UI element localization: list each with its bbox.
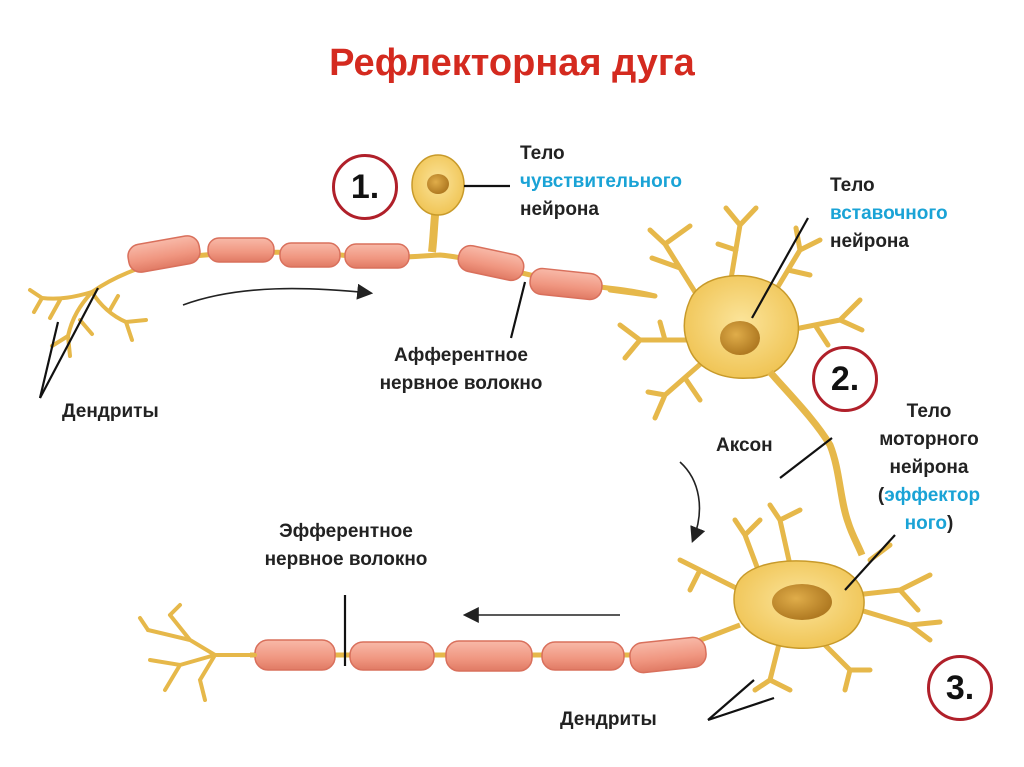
interneuron-axon (767, 369, 866, 557)
motor-nucleus (772, 584, 832, 620)
label-inter-body: Тело вставочного нейрона (830, 175, 948, 252)
badge-2: 2. (812, 346, 878, 412)
label-efferent: Эфферентное нервное волокно (264, 521, 428, 570)
label-dendrites-top: Дендриты (62, 401, 159, 422)
sensory-dendrites (28, 266, 148, 358)
afferent-direction-arrow (182, 283, 374, 306)
axon-direction-arrow (679, 461, 706, 543)
label-axon: Аксон (716, 435, 773, 456)
diagram-title: Рефлекторная дуга (329, 42, 695, 84)
efferent-myelin (254, 636, 707, 674)
badge-1: 1. (332, 154, 398, 220)
badge-3: 3. (927, 655, 993, 721)
interneuron-nucleus (720, 321, 760, 355)
label-dendrites-bottom: Дендриты (560, 709, 657, 730)
pointer-lines (38, 184, 896, 722)
efferent-endings (138, 603, 257, 702)
afferent-myelin (127, 235, 603, 301)
label-afferent: Афферентное нервное волокно (379, 345, 543, 394)
sensory-nucleus (427, 174, 449, 194)
label-motor-body: Тело моторного нейрона (эффектор ного) (877, 401, 981, 534)
label-sensory-body: Тело чувствительного нейрона (520, 143, 683, 220)
interneuron-dendrites (607, 205, 865, 421)
